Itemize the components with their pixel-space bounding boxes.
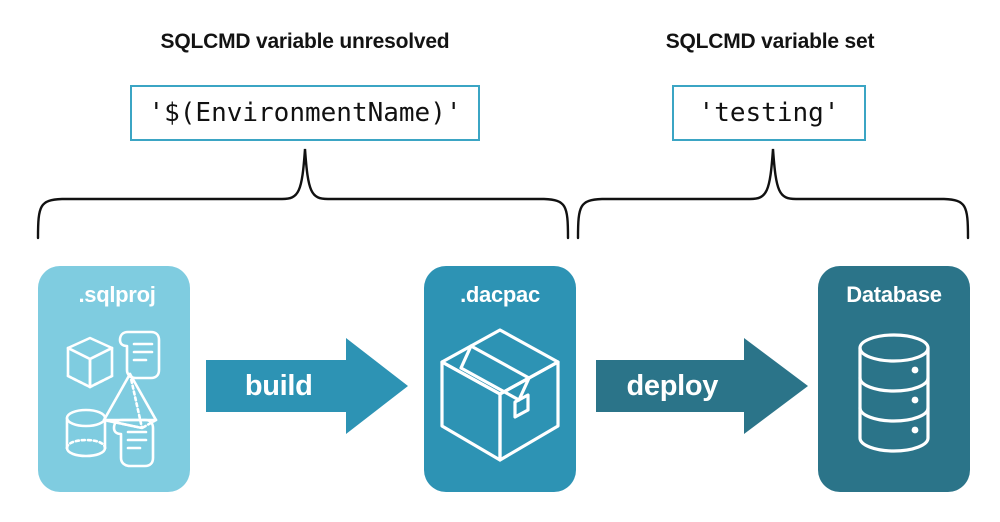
value-box-environment-name: '$(EnvironmentName)' (130, 85, 480, 141)
cube-icon (66, 336, 114, 389)
value-box-testing: 'testing' (672, 85, 866, 141)
dacpac-artwork (440, 328, 560, 462)
cylinder-icon (65, 408, 107, 458)
sqlproj-artwork (65, 330, 161, 468)
stage-label-database: Database (846, 282, 942, 307)
heading-sqlcmd-variable-set: SQLCMD variable set (665, 30, 875, 53)
build-scope-brace (36, 148, 570, 240)
stage-box-database: Database (818, 266, 970, 492)
script-scroll-icon (112, 418, 155, 468)
arrow-build-shape (206, 338, 408, 434)
package-box-icon (440, 328, 560, 462)
stage-label-dacpac: .dacpac (460, 282, 540, 307)
deploy-scope-brace (576, 148, 970, 240)
database-cylinder-icon (858, 333, 930, 453)
arrow-deploy: deploy (596, 338, 808, 434)
arrow-build: build (206, 338, 408, 434)
stage-label-sqlproj: .sqlproj (78, 282, 156, 307)
database-artwork (858, 333, 930, 453)
arrow-deploy-shape (596, 338, 808, 434)
stage-box-sqlproj: .sqlproj (38, 266, 190, 492)
heading-sqlcmd-variable-unresolved: SQLCMD variable unresolved (160, 30, 450, 53)
stage-box-dacpac: .dacpac (424, 266, 576, 492)
script-scroll-icon (118, 330, 161, 380)
